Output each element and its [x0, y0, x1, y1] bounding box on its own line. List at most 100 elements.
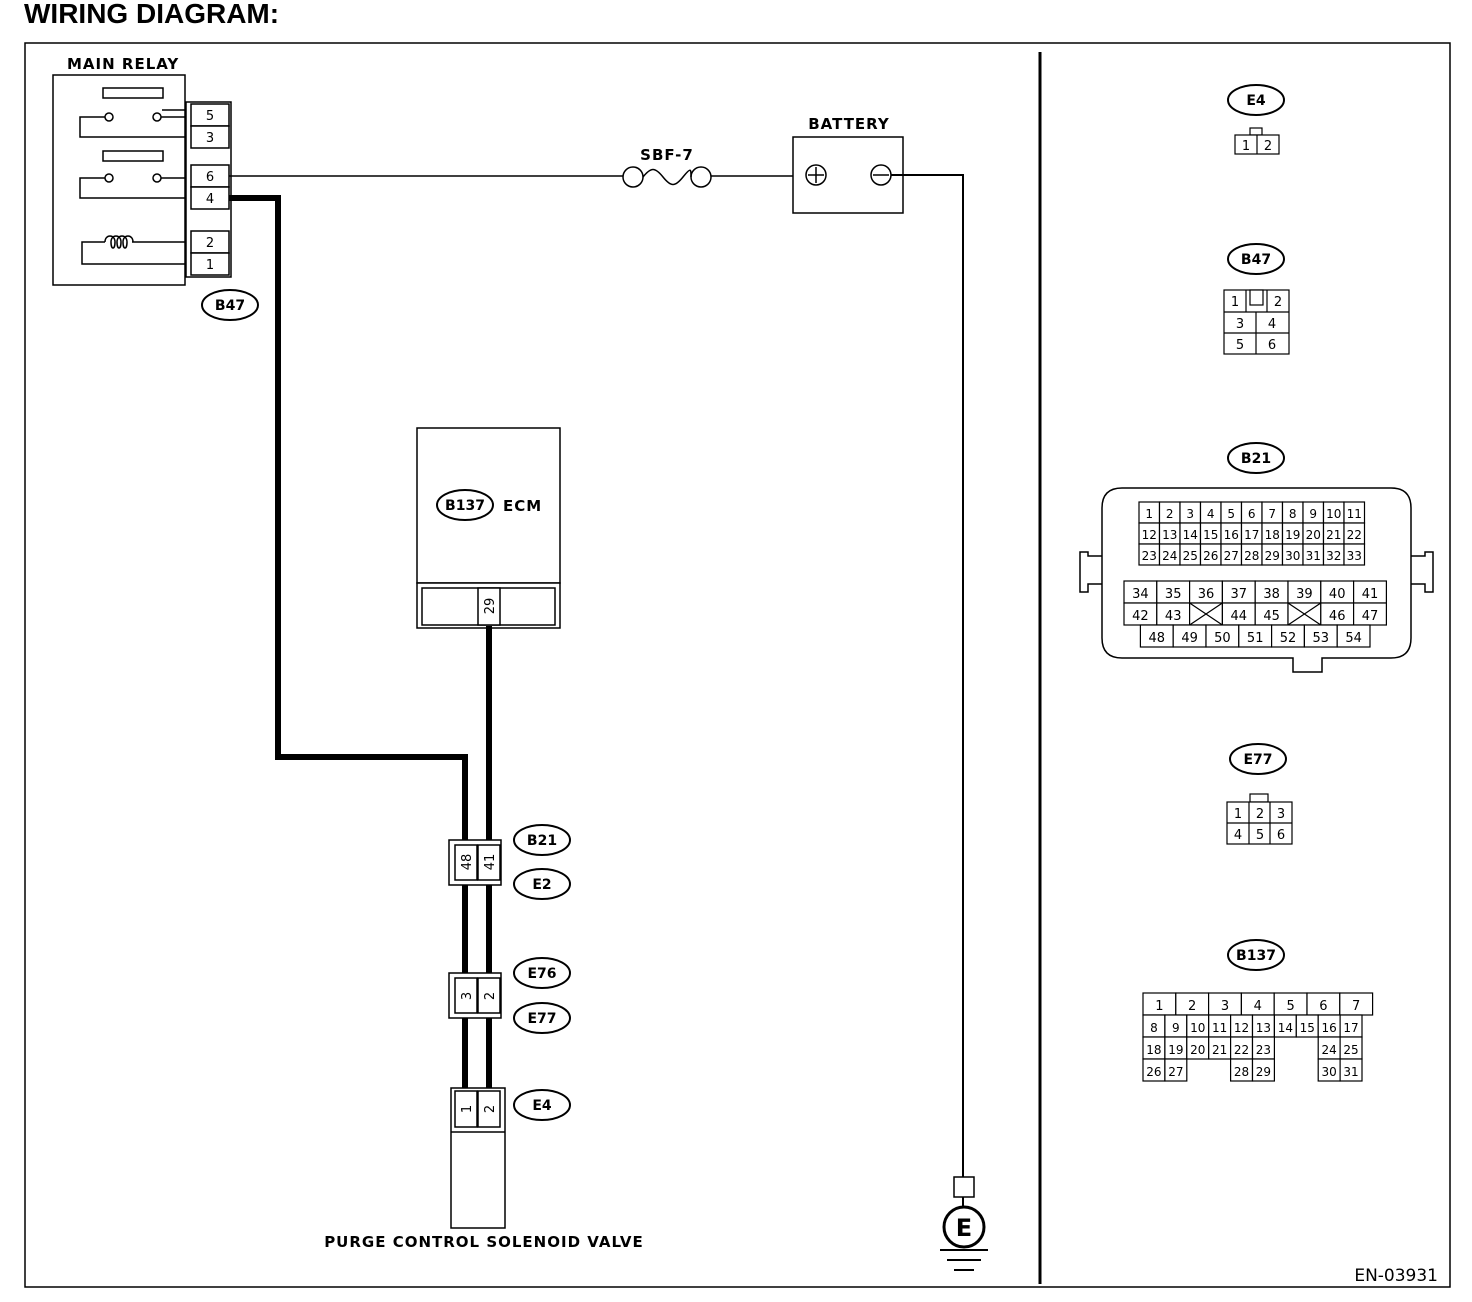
pin-label: 28	[1244, 549, 1259, 563]
wire-battery-to-ground	[891, 174, 964, 1177]
pin-label: 23	[1142, 549, 1157, 563]
pin-label: 25	[1183, 549, 1198, 563]
battery: BATTERY	[792, 115, 904, 214]
pin-label: 5	[1286, 999, 1294, 1014]
pin-label: 31	[1343, 1065, 1358, 1079]
ecm: B137 ECM 29	[416, 427, 561, 629]
svg-text:4: 4	[1268, 317, 1276, 332]
pin-label: 42	[1132, 609, 1149, 624]
svg-text:B21: B21	[1241, 451, 1271, 467]
svg-text:2: 2	[1256, 807, 1264, 822]
pin-cell	[1251, 1058, 1275, 1082]
pin-label: 28	[1234, 1065, 1249, 1079]
pin-label: 45	[1263, 609, 1280, 624]
pin-label: 41	[1362, 587, 1379, 602]
pin-label: 43	[1165, 609, 1182, 624]
pin-label: 4	[1207, 507, 1215, 521]
svg-text:48: 48	[460, 854, 475, 871]
svg-text:1: 1	[460, 1105, 475, 1113]
pin-label: 53	[1313, 631, 1330, 646]
svg-text:B47: B47	[1241, 252, 1271, 268]
svg-text:2: 2	[1274, 295, 1282, 310]
pin-label: 14	[1183, 528, 1198, 542]
blank-cavity-mark	[1287, 602, 1322, 626]
pin-label: 19	[1285, 528, 1300, 542]
pin-label: 17	[1343, 1021, 1358, 1035]
pin-label: 26	[1146, 1065, 1161, 1079]
pin-label: 6	[1319, 999, 1327, 1014]
pin-label: 13	[1162, 528, 1177, 542]
svg-text:1: 1	[206, 258, 214, 273]
pin-label: 52	[1280, 631, 1297, 646]
pin-label: 9	[1309, 507, 1317, 521]
pin-label: 21	[1212, 1043, 1227, 1057]
pin-label: 2	[1166, 507, 1174, 521]
junction-e76-e77: 3 2 E76 E77	[448, 957, 571, 1034]
pin-label: 8	[1289, 507, 1297, 521]
svg-text:E: E	[956, 1214, 972, 1242]
svg-text:2: 2	[206, 236, 214, 251]
pin-label: 50	[1214, 631, 1231, 646]
pin-label: 25	[1343, 1043, 1358, 1057]
page-title: WIRING DIAGRAM:	[24, 0, 280, 29]
pin-label: 17	[1244, 528, 1259, 542]
pin-cell	[1164, 1058, 1188, 1082]
pin-label: 46	[1329, 609, 1346, 624]
svg-text:5: 5	[1236, 338, 1244, 353]
pin-label: 37	[1231, 587, 1248, 602]
pin-label: 47	[1362, 609, 1379, 624]
pin-label: 18	[1265, 528, 1280, 542]
pin-label: 35	[1165, 587, 1182, 602]
pin-label: 1	[1155, 999, 1163, 1014]
pin-label: 20	[1306, 528, 1321, 542]
pin-label: 7	[1352, 999, 1360, 1014]
blank-cavity-mark	[1189, 602, 1223, 626]
pin-label: 2	[1188, 999, 1196, 1014]
pin-label: 32	[1326, 549, 1341, 563]
pin-label: 40	[1329, 587, 1346, 602]
svg-text:BATTERY: BATTERY	[808, 115, 890, 133]
pin-label: 18	[1146, 1043, 1161, 1057]
connector-face-e77: E77 1 2 3 4 5 6	[1226, 743, 1293, 845]
pin-label: 21	[1326, 528, 1341, 542]
svg-text:1: 1	[1234, 807, 1242, 822]
pin-label: 12	[1142, 528, 1157, 542]
fuse-sbf7: SBF-7	[622, 146, 712, 188]
svg-text:B21: B21	[527, 833, 557, 849]
svg-text:B137: B137	[445, 498, 485, 514]
svg-text:29: 29	[483, 598, 498, 615]
pin-label: 51	[1247, 631, 1264, 646]
svg-text:2: 2	[483, 992, 498, 1000]
pin-label: 54	[1345, 631, 1362, 646]
pin-label: 36	[1198, 587, 1215, 602]
pin-label: 24	[1162, 549, 1177, 563]
svg-text:3: 3	[1277, 807, 1285, 822]
pin-label: 38	[1263, 587, 1280, 602]
svg-text:2: 2	[1264, 139, 1272, 154]
diagram-frame	[24, 42, 1451, 1288]
pin-label: 7	[1268, 507, 1276, 521]
svg-text:2: 2	[483, 1105, 498, 1113]
pin-label: 29	[1256, 1065, 1271, 1079]
pin-cell	[1339, 1058, 1363, 1082]
pin-label: 10	[1190, 1021, 1205, 1035]
svg-text:1: 1	[1242, 139, 1250, 154]
connector-face-b47: B47 1 2 3 4 5 6	[1223, 243, 1290, 355]
pin-label: 11	[1212, 1021, 1227, 1035]
pin-label: 29	[1265, 549, 1280, 563]
wire-relay-pin4-to-b21	[229, 195, 468, 842]
ground-e: E	[940, 1176, 988, 1271]
pin-cell	[1343, 543, 1366, 566]
svg-text:3: 3	[206, 131, 214, 146]
svg-text:5: 5	[1256, 828, 1264, 843]
svg-text:4: 4	[206, 192, 214, 207]
svg-text:E76: E76	[527, 966, 556, 982]
svg-text:4: 4	[1234, 828, 1242, 843]
pin-label: 27	[1168, 1065, 1183, 1079]
svg-text:ECM: ECM	[503, 497, 542, 515]
pin-label: 16	[1322, 1021, 1337, 1035]
svg-text:B137: B137	[1236, 948, 1276, 964]
svg-text:E77: E77	[1243, 752, 1272, 768]
